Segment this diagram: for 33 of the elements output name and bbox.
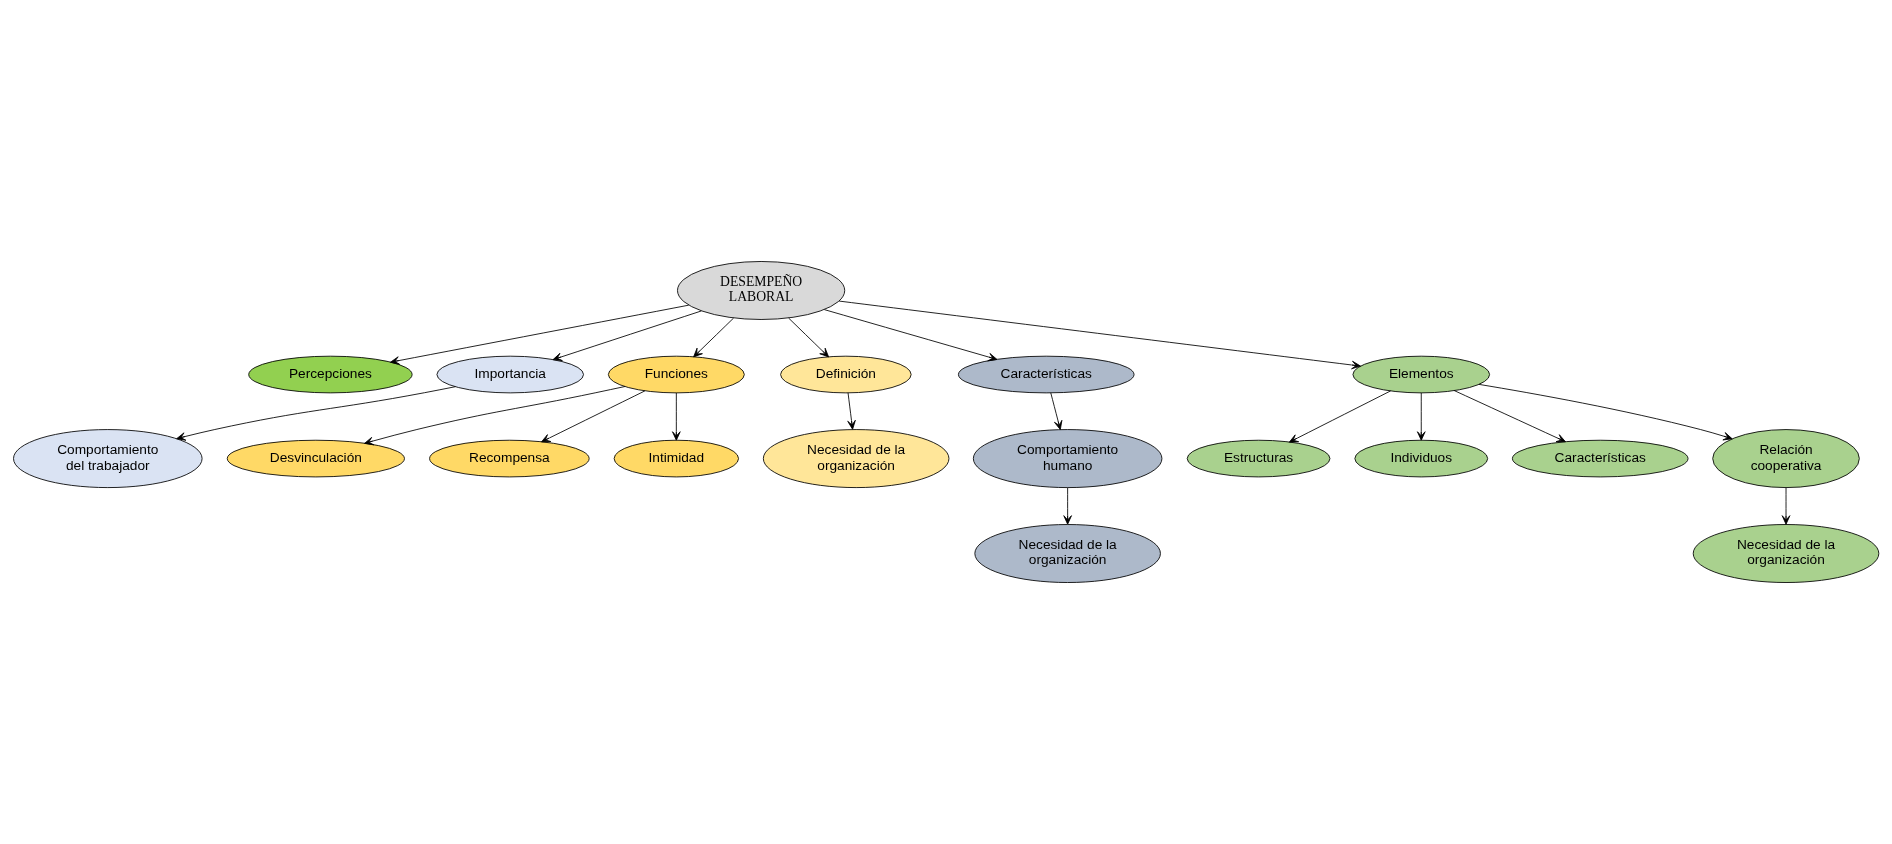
node-ellipse: DESEMPEÑO LABORAL [677,261,846,320]
arrow [838,300,1361,370]
arrow [541,390,646,443]
arrow [1478,383,1733,441]
arrow [1417,392,1426,441]
arrow [364,386,626,446]
node-ellipse: Características [958,355,1135,394]
node-ellipse: Necesidad de la organización [1692,524,1880,583]
node-ellipse: Recompensa [429,439,590,478]
arrow [552,310,702,362]
node-ellipse: Comportamiento humano [972,429,1163,488]
node-ellipse: Estructuras [1186,439,1331,478]
arrow [823,309,998,362]
arrow [176,386,456,441]
arrow [693,317,734,358]
arrow [1288,390,1392,443]
node-ellipse: Individuos [1354,439,1489,478]
arrow [788,317,829,358]
arrow [1050,392,1063,430]
node-ellipse: Necesidad de la organización [974,524,1161,583]
node-ellipse: Funciones [607,355,745,394]
arrow [1453,390,1566,443]
node-ellipse: Definición [780,355,912,394]
node-ellipse: Características [1511,439,1689,478]
node-ellipse: Desvinculación [226,439,405,478]
node-ellipse: Importancia [436,355,584,394]
arrow [847,392,856,430]
arrow [1781,487,1791,525]
node-ellipse: Intimidad [613,439,739,478]
arrow [390,304,690,365]
arrow [672,392,681,441]
node-ellipse: Necesidad de la organización [762,429,950,488]
arrow [1063,487,1072,525]
